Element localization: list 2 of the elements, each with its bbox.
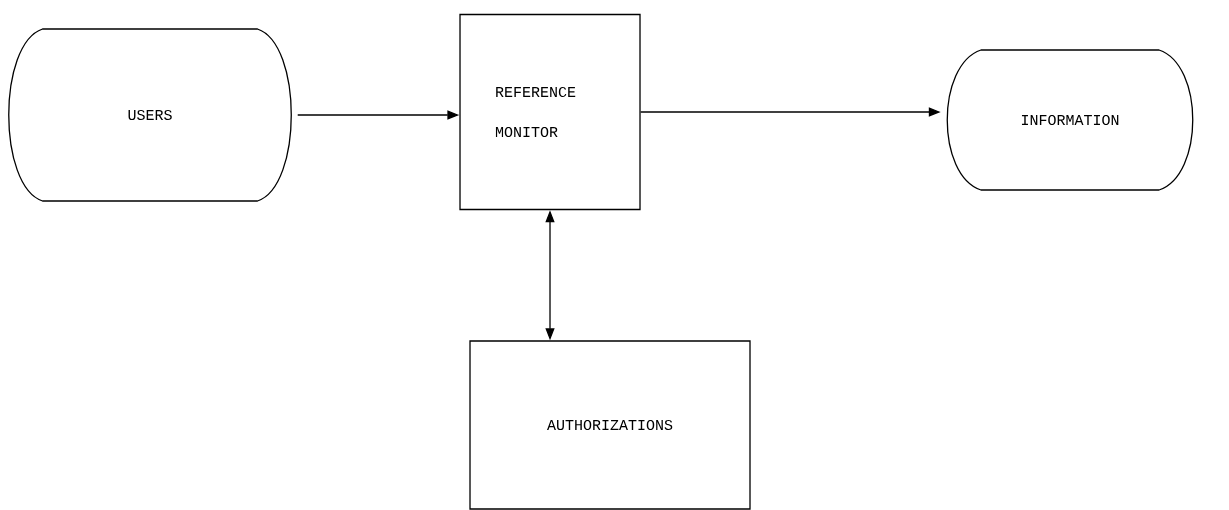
process-box: AUTHORIZATIONS bbox=[469, 340, 751, 510]
process-box: REFERENCE MONITOR bbox=[459, 13, 641, 211]
